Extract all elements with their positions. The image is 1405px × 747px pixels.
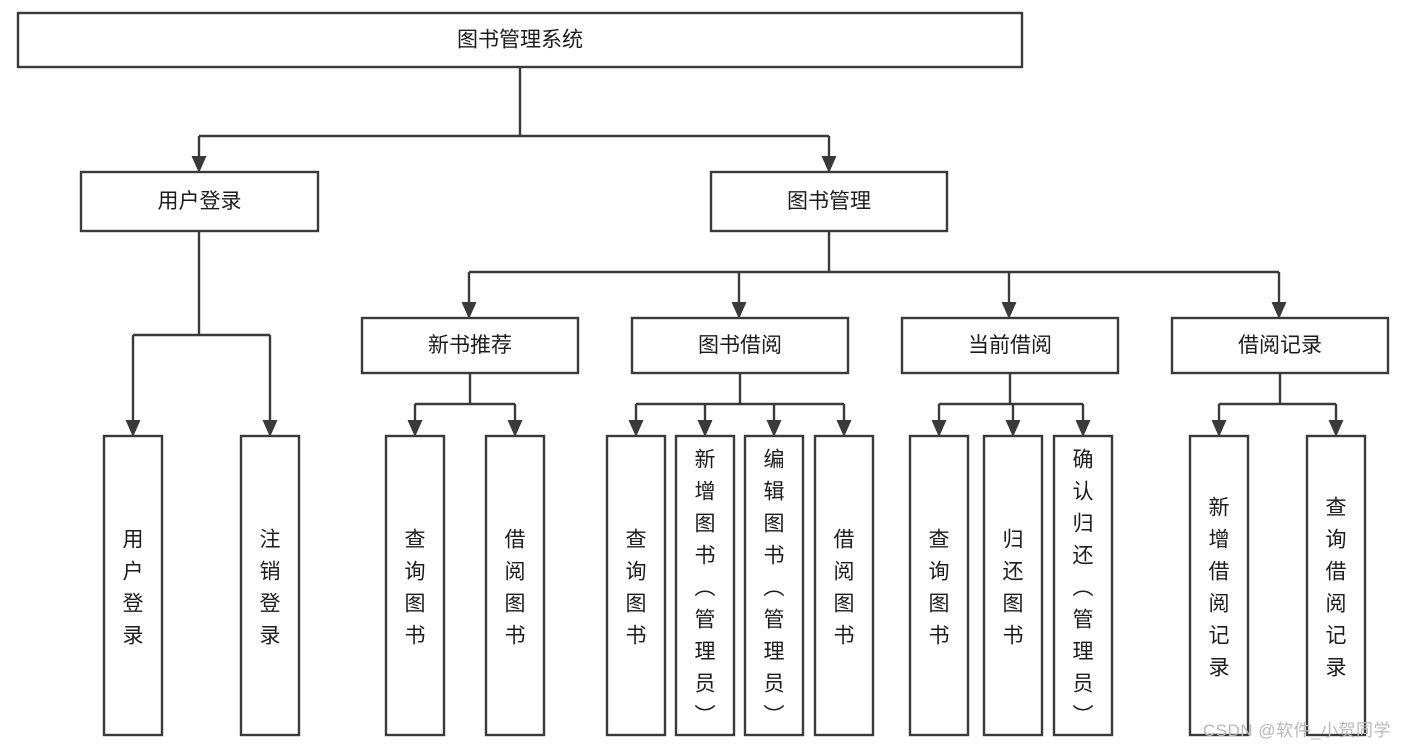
arrow-to-user-login — [191, 156, 207, 173]
arrow-to-leaf-confirm-return-admin — [1075, 420, 1091, 437]
node-leaf-confirm-return-admin-rect[interactable] — [1052, 434, 1114, 737]
arrow-to-leaf-return-book — [1005, 420, 1021, 437]
node-leaf-logout-login-label: 注销登录 — [260, 528, 281, 647]
node-book-borrow[interactable] — [630, 316, 850, 375]
node-borrow-record-label: 借阅记录 — [1238, 334, 1322, 357]
node-leaf-query-borrow-record-label: 查询借阅记录 — [1326, 496, 1347, 679]
node-leaf-add-book-admin-rect[interactable] — [674, 434, 736, 737]
node-leaf-user-login-rect[interactable] — [102, 434, 164, 737]
node-leaf-query-book-current-rect[interactable] — [908, 434, 970, 737]
node-leaf-add-book-admin[interactable] — [674, 434, 736, 737]
node-leaf-query-book-borrow-rect[interactable] — [605, 434, 667, 737]
arrow-to-book-manage — [821, 156, 837, 173]
node-leaf-borrow-book-rec-rect[interactable] — [484, 434, 546, 737]
arrow-to-book-borrow — [731, 302, 747, 319]
node-leaf-query-book-rec-label: 查询图书 — [405, 528, 426, 647]
node-root[interactable] — [16, 11, 1024, 69]
arrow-to-leaf-logout-login — [262, 420, 278, 437]
node-leaf-query-book-borrow[interactable] — [605, 434, 667, 737]
node-leaf-add-borrow-record-label: 新增借阅记录 — [1209, 496, 1230, 679]
node-leaf-edit-book-admin-label: 编辑图书︵管理员︶ — [764, 448, 785, 727]
arrow-to-leaf-query-book-current — [931, 420, 947, 437]
node-leaf-edit-book-admin[interactable] — [743, 434, 805, 737]
node-new-book-recommend[interactable] — [360, 316, 580, 375]
node-leaf-return-book-label: 归还图书 — [1003, 528, 1024, 647]
node-leaf-add-book-admin-label: 新增图书︵管理员︶ — [695, 448, 716, 727]
node-leaf-query-borrow-record[interactable] — [1305, 434, 1367, 737]
node-book-manage-label: 图书管理 — [787, 190, 871, 213]
arrow-to-leaf-query-book-borrow — [628, 420, 644, 437]
node-root-label: 图书管理系统 — [457, 29, 583, 52]
arrow-to-leaf-add-book-admin — [697, 420, 713, 437]
node-leaf-query-borrow-record-rect[interactable] — [1305, 434, 1367, 737]
connector-layer — [125, 67, 1344, 437]
arrow-to-leaf-borrow-book — [836, 420, 852, 437]
node-book-manage[interactable] — [709, 170, 949, 233]
node-leaf-borrow-book-rect[interactable] — [813, 434, 875, 737]
node-leaf-borrow-book-rec-label: 借阅图书 — [505, 528, 526, 647]
node-leaf-borrow-book-rec[interactable] — [484, 434, 546, 737]
node-new-book-recommend-label: 新书推荐 — [428, 334, 512, 357]
node-leaf-query-book-borrow-label: 查询图书 — [626, 528, 647, 647]
arrow-to-leaf-add-borrow-record — [1211, 420, 1227, 437]
node-user-login[interactable] — [79, 170, 320, 233]
node-book-borrow-rect[interactable] — [630, 316, 850, 375]
node-leaf-query-book-current[interactable] — [908, 434, 970, 737]
node-leaf-user-login-label: 用户登录 — [123, 528, 144, 647]
node-current-borrow[interactable] — [900, 316, 1120, 375]
node-current-borrow-rect[interactable] — [900, 316, 1120, 375]
node-leaf-return-book-rect[interactable] — [982, 434, 1044, 737]
node-leaf-borrow-book[interactable] — [813, 434, 875, 737]
arrow-to-leaf-edit-book-admin — [766, 420, 782, 437]
node-leaf-query-book-rec[interactable] — [384, 434, 446, 737]
node-layer: 图书管理系统用户登录图书管理新书推荐图书借阅当前借阅借阅记录用户登录注销登录查询… — [16, 11, 1390, 737]
csdn-watermark: CSDN @软件_小贺同学 — [1202, 721, 1391, 740]
node-book-borrow-label: 图书借阅 — [698, 334, 782, 357]
arrow-to-leaf-query-borrow-record — [1328, 420, 1344, 437]
node-user-login-label: 用户登录 — [158, 190, 242, 213]
node-book-manage-rect[interactable] — [709, 170, 949, 233]
node-user-login-rect[interactable] — [79, 170, 320, 233]
node-root-rect[interactable] — [16, 11, 1024, 69]
node-leaf-return-book[interactable] — [982, 434, 1044, 737]
node-leaf-user-login[interactable] — [102, 434, 164, 737]
node-new-book-recommend-rect[interactable] — [360, 316, 580, 375]
node-leaf-query-book-current-label: 查询图书 — [929, 528, 950, 647]
arrow-to-current-borrow — [1001, 302, 1017, 319]
node-leaf-add-borrow-record-rect[interactable] — [1188, 434, 1250, 737]
node-leaf-add-borrow-record[interactable] — [1188, 434, 1250, 737]
node-leaf-confirm-return-admin-label: 确认归还︵管理员︶ — [1073, 448, 1094, 727]
node-leaf-query-book-rec-rect[interactable] — [384, 434, 446, 737]
arrow-to-new-book-recommend — [461, 302, 477, 319]
node-leaf-borrow-book-label: 借阅图书 — [834, 528, 855, 647]
node-borrow-record-rect[interactable] — [1170, 316, 1390, 375]
node-leaf-confirm-return-admin[interactable] — [1052, 434, 1114, 737]
arrow-to-leaf-query-book-rec — [407, 420, 423, 437]
arrow-to-leaf-user-login — [125, 420, 141, 437]
node-leaf-logout-login-rect[interactable] — [239, 434, 301, 737]
node-borrow-record[interactable] — [1170, 316, 1390, 375]
node-current-borrow-label: 当前借阅 — [968, 334, 1052, 357]
arrow-to-leaf-borrow-book-rec — [507, 420, 523, 437]
arrow-to-borrow-record — [1271, 302, 1287, 319]
node-leaf-logout-login[interactable] — [239, 434, 301, 737]
node-leaf-edit-book-admin-rect[interactable] — [743, 434, 805, 737]
